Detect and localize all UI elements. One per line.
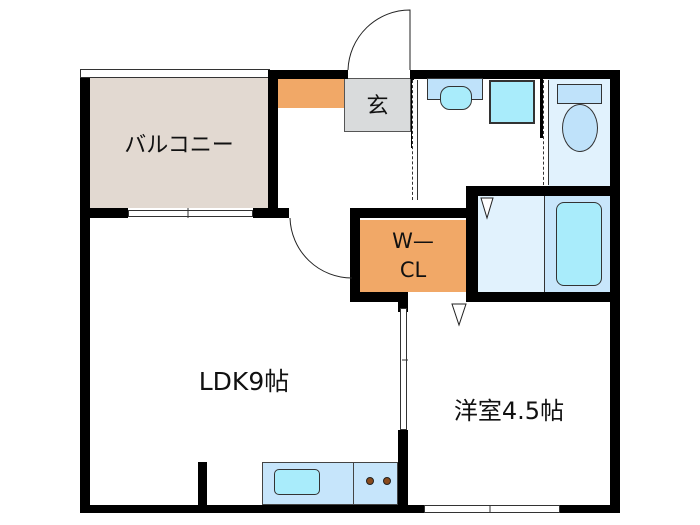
wall	[80, 505, 620, 513]
wall	[253, 208, 289, 218]
wall	[610, 70, 620, 513]
walk-in-closet-label-line2: CL	[399, 258, 427, 282]
wall	[410, 70, 620, 79]
balcony-area	[90, 78, 268, 208]
wall	[540, 78, 543, 138]
washbasin-bowl-icon	[440, 86, 472, 110]
sliding-door	[400, 308, 407, 430]
wall	[80, 208, 128, 218]
toilet-bowl-icon	[562, 104, 598, 152]
balcony-window	[128, 210, 253, 217]
western-room-window	[424, 505, 560, 513]
wall	[466, 186, 620, 196]
walk-in-closet-label-line1: W—	[392, 229, 434, 253]
wall	[80, 70, 90, 512]
wall	[350, 208, 478, 218]
entrance-label: 玄	[366, 94, 389, 119]
sliding-door	[543, 80, 549, 185]
wall	[268, 70, 278, 218]
stove-burner-icon	[366, 477, 374, 485]
wall	[466, 292, 620, 302]
western-room-label: 洋室4.5帖	[453, 396, 565, 425]
toilet-tank-icon	[557, 84, 602, 104]
kitchen-sink	[274, 469, 320, 495]
entrance-area	[344, 78, 411, 132]
sliding-door	[412, 80, 418, 200]
stove-burner-icon	[383, 477, 391, 485]
walk-in-closet-area	[360, 220, 466, 292]
bathtub-icon	[556, 202, 602, 286]
wall	[350, 292, 408, 302]
wall	[466, 186, 478, 302]
balcony-label: バルコニー	[124, 133, 234, 158]
shoe-storage	[278, 78, 344, 108]
wall	[398, 430, 408, 510]
wall	[398, 302, 408, 312]
counter-divider	[353, 462, 354, 505]
washing-machine-icon	[489, 80, 535, 124]
wall	[350, 208, 360, 302]
wall	[198, 462, 207, 510]
ldk-label: LDK9帖	[198, 367, 290, 396]
wall	[268, 70, 348, 79]
